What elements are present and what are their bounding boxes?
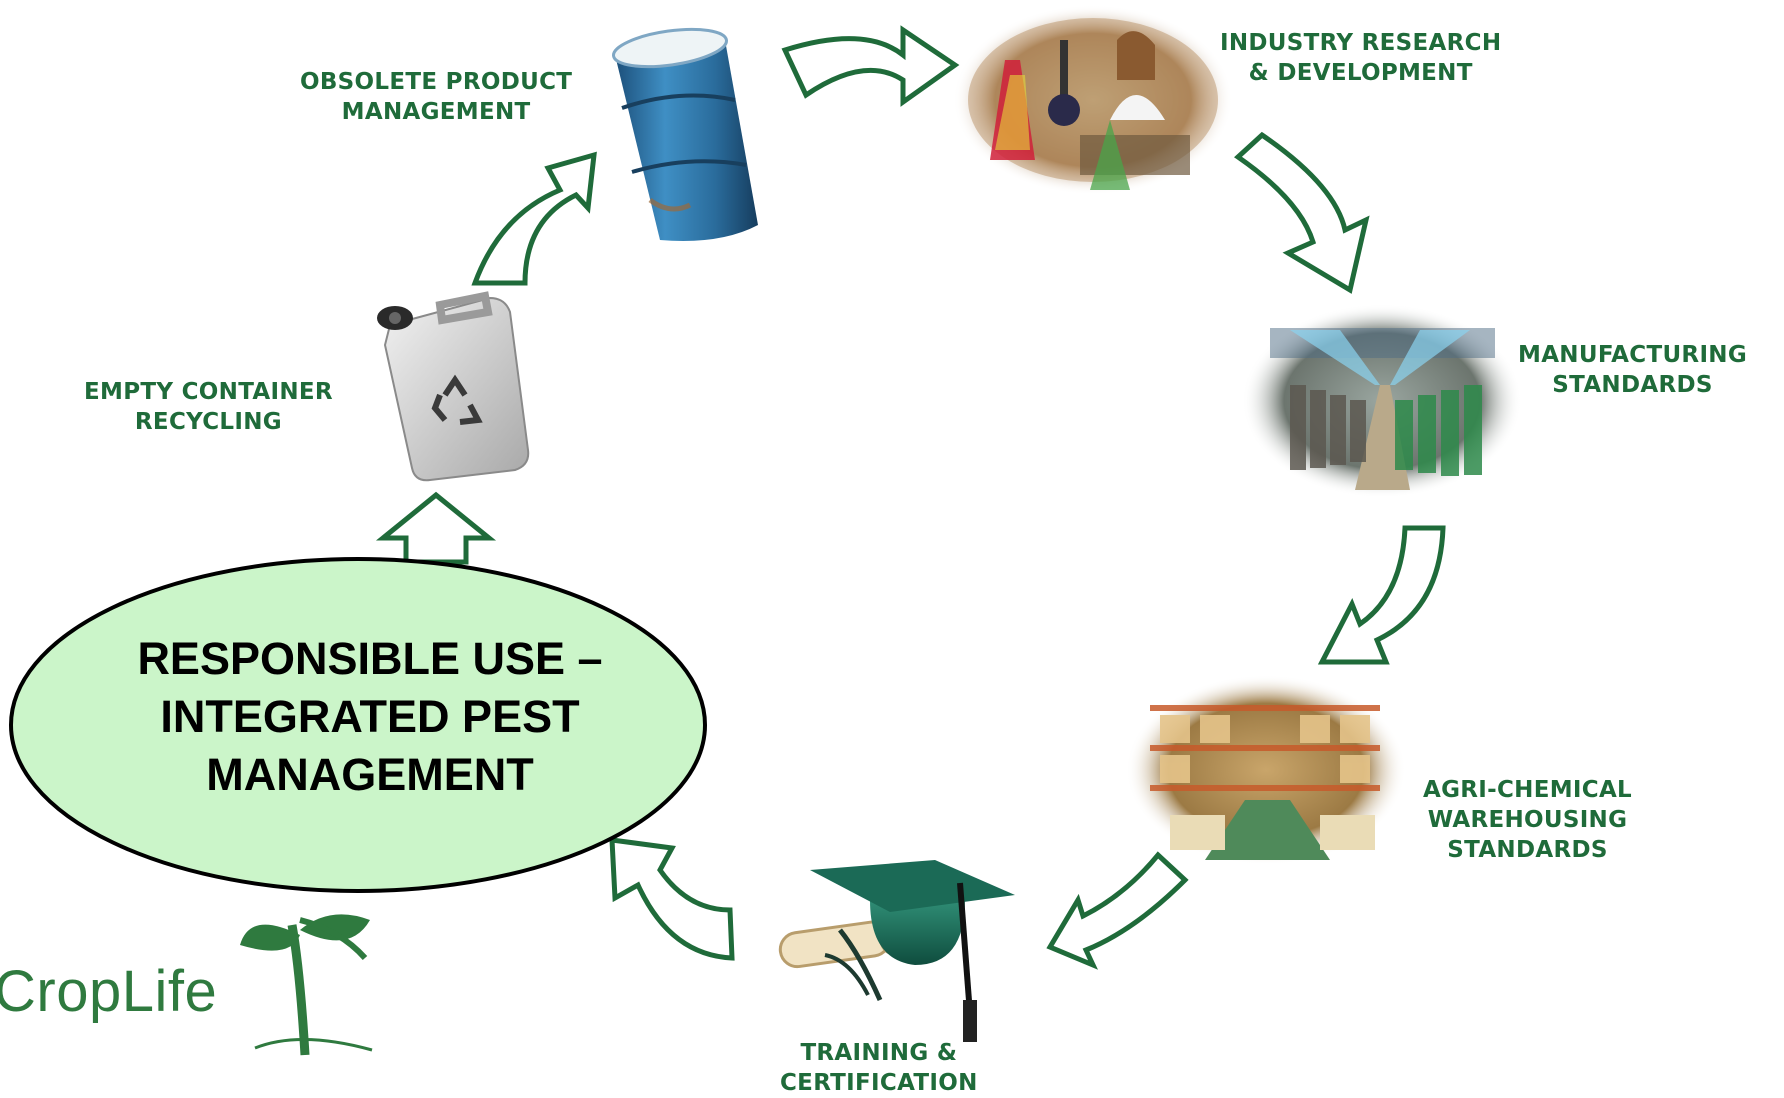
center-title-line2: INTEGRATED PEST	[160, 691, 580, 742]
center-title-line3: MANAGEMENT	[206, 749, 534, 800]
warehouse-photo	[1126, 675, 1406, 865]
laboratory-photo	[953, 5, 1233, 195]
arrow-obsolete-to-research	[781, 25, 960, 107]
arrow-center-to-recycling	[375, 491, 497, 565]
label-manufacturing-line2: STANDARDS	[1552, 372, 1713, 398]
label-manufacturing-line1: MANUFACTURING	[1518, 342, 1748, 368]
label-research-line1: INDUSTRY RESEARCH	[1220, 30, 1502, 56]
factory-photo	[1242, 304, 1522, 498]
label-warehousing-line2: WAREHOUSING	[1427, 807, 1628, 833]
arrow-manufacturing-to-warehousing	[1317, 525, 1446, 665]
center-ellipse	[9, 557, 707, 893]
blue-oil-drum	[612, 27, 758, 242]
label-warehousing-line3: STANDARDS	[1447, 837, 1608, 863]
croplife-logo-sprout	[240, 914, 373, 1056]
label-recycling-line2: RECYCLING	[134, 409, 282, 435]
label-warehousing: AGRI-CHEMICAL WAREHOUSING STANDARDS	[1423, 775, 1632, 865]
arrow-recycling-to-obsolete	[471, 151, 597, 286]
croplife-logo: CropLife	[0, 959, 218, 1024]
label-obsolete-line2: MANAGEMENT	[341, 99, 531, 125]
jerrycan-with-recycle-symbol	[377, 291, 530, 482]
arrow-warehousing-to-training	[1046, 851, 1189, 970]
label-warehousing-line1: AGRI-CHEMICAL	[1423, 777, 1633, 803]
center-title-line1: RESPONSIBLE USE –	[137, 633, 603, 684]
arrow-research-to-manufacturing	[1234, 131, 1370, 294]
graduation-cap-and-diploma	[778, 860, 1015, 1042]
label-recycling: EMPTY CONTAINER RECYCLING	[84, 377, 333, 437]
label-recycling-line1: EMPTY CONTAINER	[84, 379, 333, 405]
label-training: TRAINING & CERTIFICATION	[780, 1038, 978, 1098]
label-research: INDUSTRY RESEARCH & DEVELOPMENT	[1220, 28, 1501, 88]
label-obsolete: OBSOLETE PRODUCT MANAGEMENT	[300, 67, 572, 127]
label-manufacturing: MANUFACTURING STANDARDS	[1518, 340, 1747, 400]
label-training-line2: CERTIFICATION	[780, 1070, 978, 1096]
center-title: RESPONSIBLE USE – INTEGRATED PEST MANAGE…	[30, 630, 710, 804]
arrow-training-to-center	[609, 837, 735, 961]
label-obsolete-line1: OBSOLETE PRODUCT	[300, 69, 573, 95]
label-training-line1: TRAINING &	[800, 1040, 958, 1066]
label-research-line2: & DEVELOPMENT	[1248, 60, 1473, 86]
